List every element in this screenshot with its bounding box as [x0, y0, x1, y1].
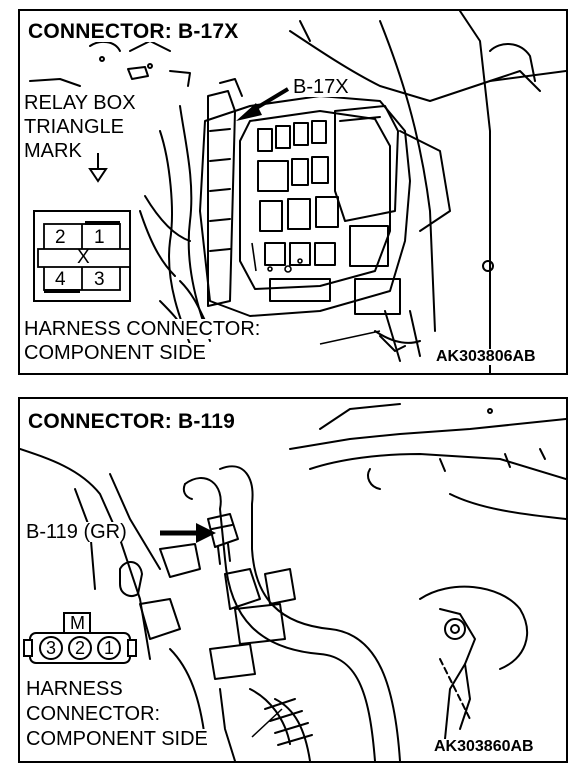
- connector-face-b17x: [33, 210, 131, 302]
- pin-label: 2: [74, 638, 85, 658]
- callout-label: B-119 (GR): [26, 521, 127, 543]
- figure-code: AK303860AB: [434, 738, 534, 755]
- connector-title: CONNECTOR: B-17X: [28, 20, 239, 43]
- figure-code: AK303806AB: [436, 348, 536, 365]
- harness-label-line3: COMPONENT SIDE: [26, 728, 208, 750]
- pin-label: X: [77, 247, 90, 268]
- relay-mark-label-line3: MARK: [24, 140, 82, 162]
- engine-bay-illustration: [20, 403, 566, 761]
- pin-label: 3: [45, 638, 56, 658]
- connector-face-b119: [23, 612, 137, 664]
- relay-box-illustration: [29, 11, 566, 373]
- diagram-panel-b17x: CONNECTOR: B-17X B-17X RELAY BOX TRIANGL…: [18, 9, 568, 375]
- harness-label-line2: COMPONENT SIDE: [24, 342, 206, 364]
- pin-label: 1: [103, 638, 114, 658]
- diagram-panel-b119: CONNECTOR: B-119 B-119 (GR) M 3 2 1 HARN…: [18, 397, 568, 763]
- pin-label: 4: [55, 269, 66, 290]
- pin-label: 1: [94, 227, 105, 248]
- harness-label-line1: HARNESS CONNECTOR:: [24, 318, 261, 340]
- harness-label-line2: CONNECTOR:: [26, 703, 161, 725]
- relay-mark-label-line1: RELAY BOX: [24, 92, 136, 114]
- pin-label: 3: [94, 269, 105, 290]
- callout-label: B-17X: [293, 76, 349, 98]
- relay-mark-label-line2: TRIANGLE: [24, 116, 125, 138]
- connector-mark: M: [70, 613, 85, 633]
- pin-label: 2: [55, 227, 66, 248]
- connector-title: CONNECTOR: B-119: [28, 410, 236, 433]
- harness-label-line1: HARNESS: [26, 678, 123, 700]
